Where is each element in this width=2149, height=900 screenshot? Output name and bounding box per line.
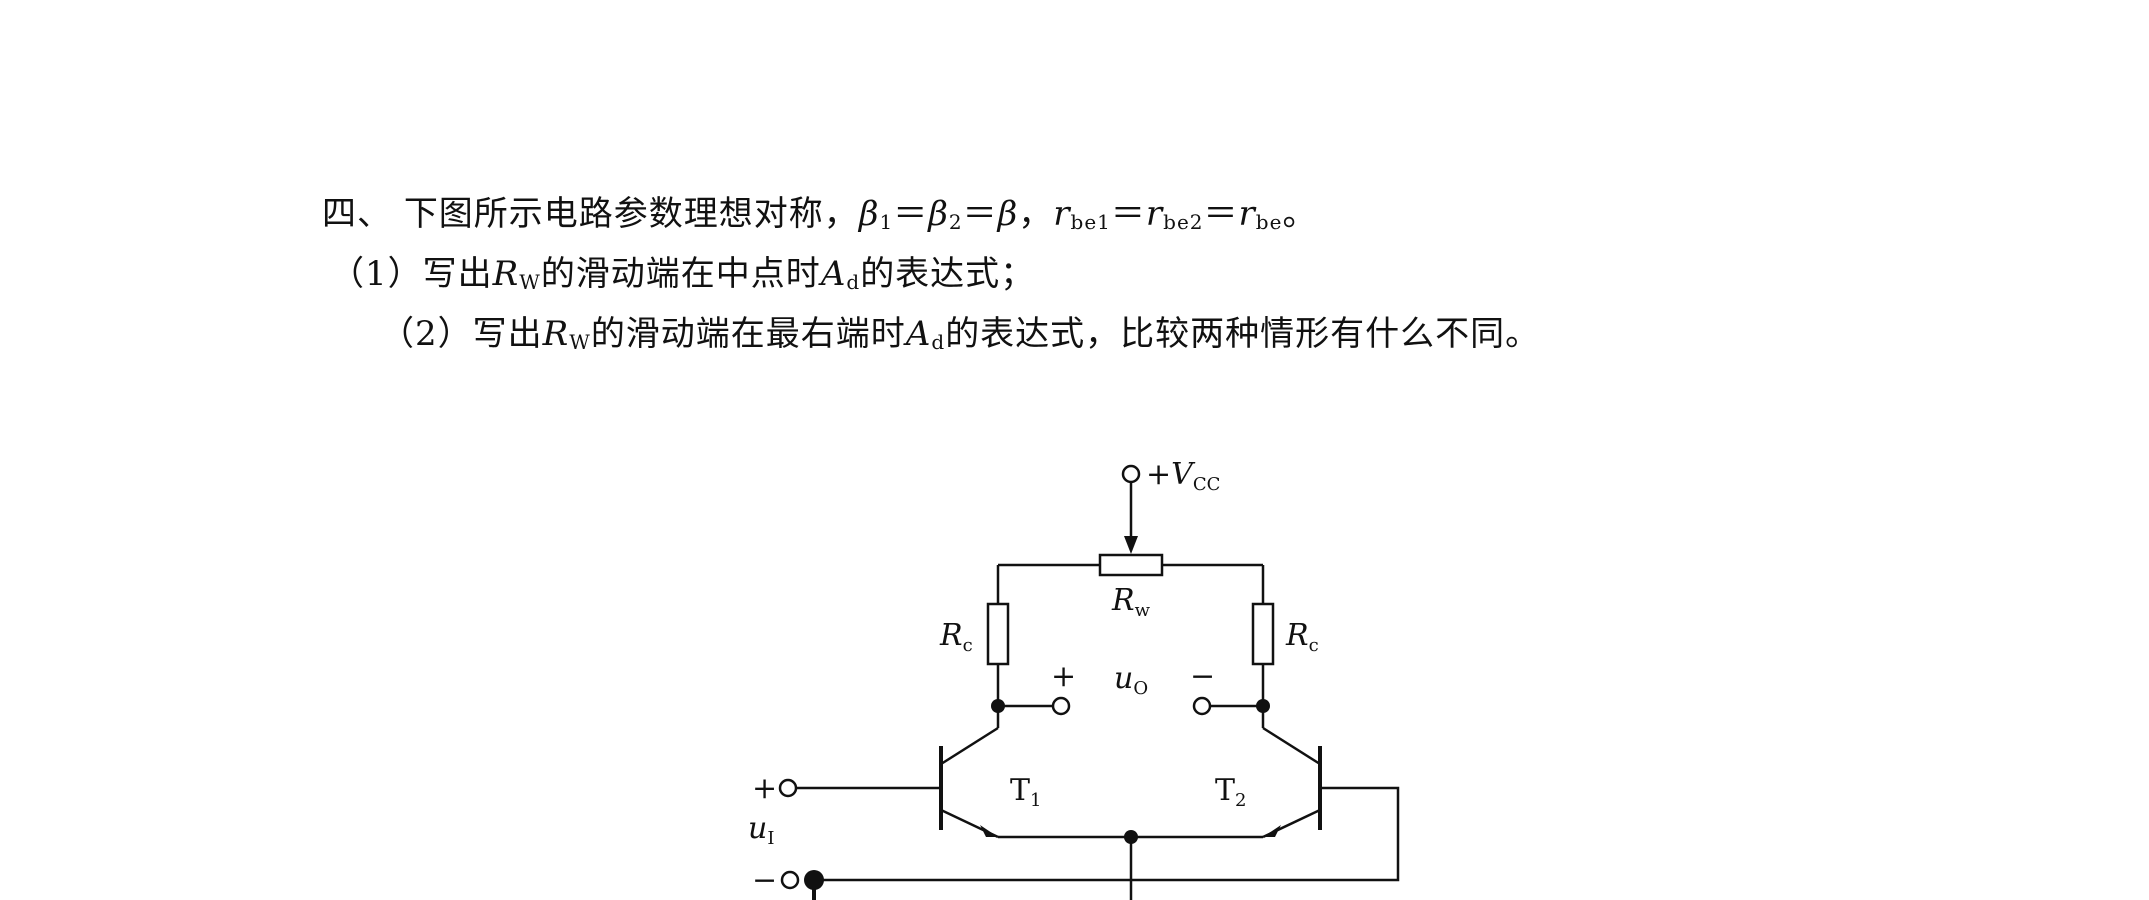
q1-prefix: （1）写出: [330, 254, 493, 294]
t2-emitter-arrow: [1263, 825, 1281, 837]
q2-suffix: 的表达式，比较两种情形有什么不同。: [945, 314, 1541, 354]
q2-ad-subscript: d: [931, 330, 946, 354]
ui-label: uI: [748, 811, 774, 849]
vcc-terminal: [1121, 464, 1141, 484]
q2-middle: 的滑动端在最右端时: [590, 314, 906, 354]
rbe1-subscript: be1: [1070, 210, 1111, 234]
junction-node: [1124, 830, 1138, 844]
rc-right-resistor: [1251, 602, 1275, 666]
problem-intro: 下图所示电路参数理想对称，: [403, 194, 859, 234]
rbe2-symbol: r: [1145, 194, 1164, 234]
out-plus-label: +: [1051, 659, 1076, 694]
junction-node: [1256, 699, 1270, 713]
uo-label: uO: [1114, 661, 1148, 699]
q2-prefix: （2）写出: [380, 314, 543, 354]
t2-label: T2: [1215, 773, 1246, 811]
q1-suffix: 的表达式；: [860, 254, 1036, 294]
question-1: （1）写出RW的滑动端在中点时Ad的表达式；: [330, 246, 1035, 295]
beta1-subscript: 1: [879, 210, 894, 234]
rw-label: Rw: [1111, 583, 1151, 621]
rc-right-label: Rc: [1285, 618, 1319, 656]
beta-symbol: β: [997, 194, 1019, 234]
question-2: （2）写出RW的滑动端在最右端时Ad的表达式，比较两种情形有什么不同。: [380, 306, 1540, 355]
out-plus-terminal: [1051, 696, 1071, 716]
beta1-symbol: β: [858, 194, 880, 234]
rbe1-symbol: r: [1053, 194, 1071, 234]
equals-sign: ＝: [1110, 194, 1146, 234]
problem-statement: 四、 下图所示电路参数理想对称，β1＝β2＝β，rbe1＝rbe2＝rbe。: [322, 186, 1317, 235]
out-minus-label: −: [1190, 659, 1215, 694]
in-minus-terminal: [780, 870, 800, 890]
problem-number: 四、: [322, 194, 392, 234]
comma: ，: [1018, 194, 1054, 234]
rw-resistor: [1098, 553, 1164, 577]
beta2-symbol: β: [928, 194, 949, 234]
t1-emitter-arrow: [980, 825, 998, 837]
rbe-subscript: be: [1255, 210, 1283, 234]
ground-node: [804, 870, 824, 890]
q2-ad-symbol: A: [905, 314, 932, 354]
junction-node: [991, 699, 1005, 713]
equals-sign: ＝: [1203, 194, 1239, 234]
rc-left-resistor: [986, 602, 1010, 666]
in-plus-terminal: [778, 778, 798, 798]
t2-base-ground-wire: [814, 786, 1400, 882]
in-plus-label: +: [752, 771, 777, 806]
in-minus-label: −: [752, 863, 777, 898]
q1-rw-symbol: R: [492, 254, 520, 294]
rbe-symbol: r: [1238, 194, 1256, 234]
rbe2-subscript: be2: [1163, 210, 1204, 234]
t1-label: T1: [1010, 773, 1041, 811]
q1-ad-subscript: d: [846, 270, 861, 294]
wiper-arrow: [1124, 536, 1138, 554]
equals-sign: ＝: [893, 194, 929, 234]
rc-left-label: Rc: [939, 618, 973, 656]
q2-rw-subscript: W: [569, 330, 591, 354]
beta2-subscript: 2: [948, 210, 963, 234]
vcc-label: +VCC: [1146, 457, 1220, 495]
out-minus-terminal: [1192, 696, 1212, 716]
q1-ad-symbol: A: [820, 254, 847, 294]
period: 。: [1282, 194, 1318, 234]
q2-rw-symbol: R: [542, 314, 570, 354]
q1-middle: 的滑动端在中点时: [540, 254, 821, 294]
q1-rw-subscript: W: [519, 270, 541, 294]
equals-sign: ＝: [962, 194, 998, 234]
t2-collector: [1262, 726, 1321, 766]
t1-collector: [940, 726, 999, 766]
